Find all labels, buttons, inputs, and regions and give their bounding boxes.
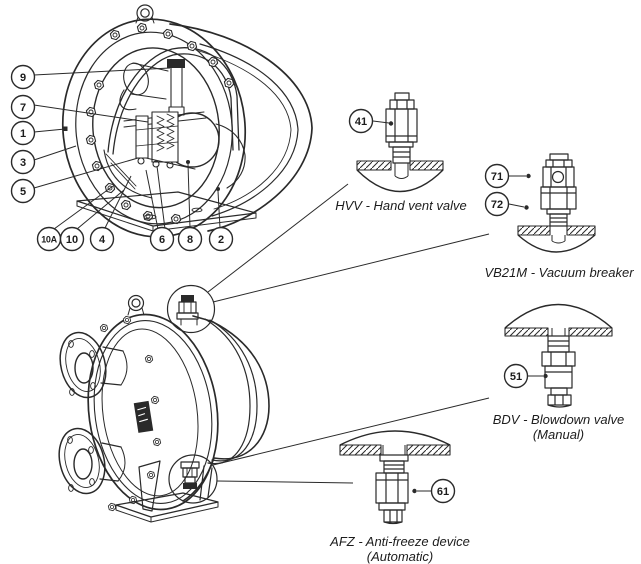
magnifier-circle-icon — [166, 284, 216, 334]
detail-label-vb21m: VB21M - Vacuum breaker — [484, 265, 634, 280]
detail-label-afz: AFZ - Anti-freeze device (Automatic) — [322, 534, 478, 564]
svg-text:10A: 10A — [41, 234, 57, 244]
callout-3: 3 — [10, 145, 77, 175]
body-end — [212, 321, 270, 460]
callout-2: 2 — [208, 187, 234, 252]
callout-4: 4 — [89, 175, 132, 252]
svg-text:61: 61 — [437, 486, 449, 498]
pump-trap-cutaway-view — [61, 4, 313, 238]
detail-vb21m — [517, 153, 596, 253]
hatch-band — [409, 160, 444, 171]
detail-hvv — [356, 92, 444, 193]
callout-61: 61 — [412, 478, 456, 504]
vent-connection-detail-circle — [166, 284, 216, 334]
base-plate — [76, 191, 257, 232]
detail-afz — [339, 430, 451, 525]
callout-41: 41 — [348, 108, 394, 134]
svg-text:8: 8 — [187, 234, 193, 246]
vent-pipe-cap — [167, 59, 185, 68]
detail-label-bdv-line2: (Manual) — [532, 426, 585, 442]
callout-71: 71 — [484, 163, 531, 189]
svg-text:9: 9 — [20, 72, 26, 84]
support-bracket — [115, 460, 219, 523]
inlet-flange — [59, 331, 128, 399]
callout-5: 5 — [10, 157, 139, 204]
shell-dome — [517, 234, 596, 253]
pump-trap-assembled-view — [58, 284, 270, 523]
callout-10: 10 — [59, 189, 125, 252]
magnifier-circle-icon — [168, 454, 218, 504]
svg-text:5: 5 — [20, 186, 26, 198]
detail-connection-lines — [207, 183, 490, 484]
shell-dome — [339, 430, 451, 446]
lifting-eye-icon — [135, 4, 155, 24]
svg-text:41: 41 — [355, 116, 367, 128]
drain-connection-detail-circle — [168, 454, 218, 504]
callout-51: 51 — [503, 363, 548, 389]
hatch-band — [566, 225, 596, 236]
vent-pipe-loop — [107, 47, 240, 155]
callouts: 9 7 1 3 5 10A — [10, 64, 548, 504]
detail-label-afz-line2: (Automatic) — [366, 548, 434, 564]
callout-7: 7 — [10, 94, 149, 123]
hatch-band — [339, 444, 382, 456]
spring — [156, 115, 165, 152]
svg-text:1: 1 — [20, 128, 26, 140]
detail-label-bdv-line1: BDV - Blowdown valve — [492, 412, 625, 427]
detail-bdv — [504, 303, 613, 408]
hatch-band — [356, 160, 392, 171]
svg-text:7: 7 — [20, 102, 26, 114]
cover-flange — [87, 313, 219, 511]
shell-dome — [504, 303, 613, 329]
lifting-eye-icon — [127, 294, 145, 316]
svg-text:2: 2 — [218, 234, 224, 246]
callout-6: 6 — [145, 165, 175, 252]
callout-9: 9 — [10, 64, 171, 90]
detail-label-afz-line1: AFZ - Anti-freeze device — [330, 534, 470, 549]
shell-dome — [356, 169, 444, 193]
hatch-band — [406, 444, 451, 456]
nameplate — [133, 400, 154, 433]
detail-label-bdv: BDV - Blowdown valve (Manual) — [486, 412, 631, 442]
svg-text:51: 51 — [510, 371, 522, 383]
svg-text:4: 4 — [99, 234, 106, 246]
callout-10A: 10A — [36, 185, 114, 252]
callout-8: 8 — [177, 160, 203, 252]
outlet-flange — [58, 427, 126, 495]
hatch-band — [504, 327, 549, 337]
svg-text:10: 10 — [66, 234, 78, 246]
svg-text:3: 3 — [20, 157, 26, 169]
svg-text:71: 71 — [491, 171, 503, 183]
callout-72: 72 — [484, 191, 529, 217]
callout-1: 1 — [10, 120, 68, 146]
hatch-band — [568, 327, 613, 337]
svg-text:6: 6 — [159, 234, 165, 246]
detail-label-hvv: HVV - Hand vent valve — [335, 198, 467, 213]
svg-text:72: 72 — [491, 199, 503, 211]
internal-mechanism — [103, 59, 246, 199]
hatch-band — [517, 225, 551, 236]
